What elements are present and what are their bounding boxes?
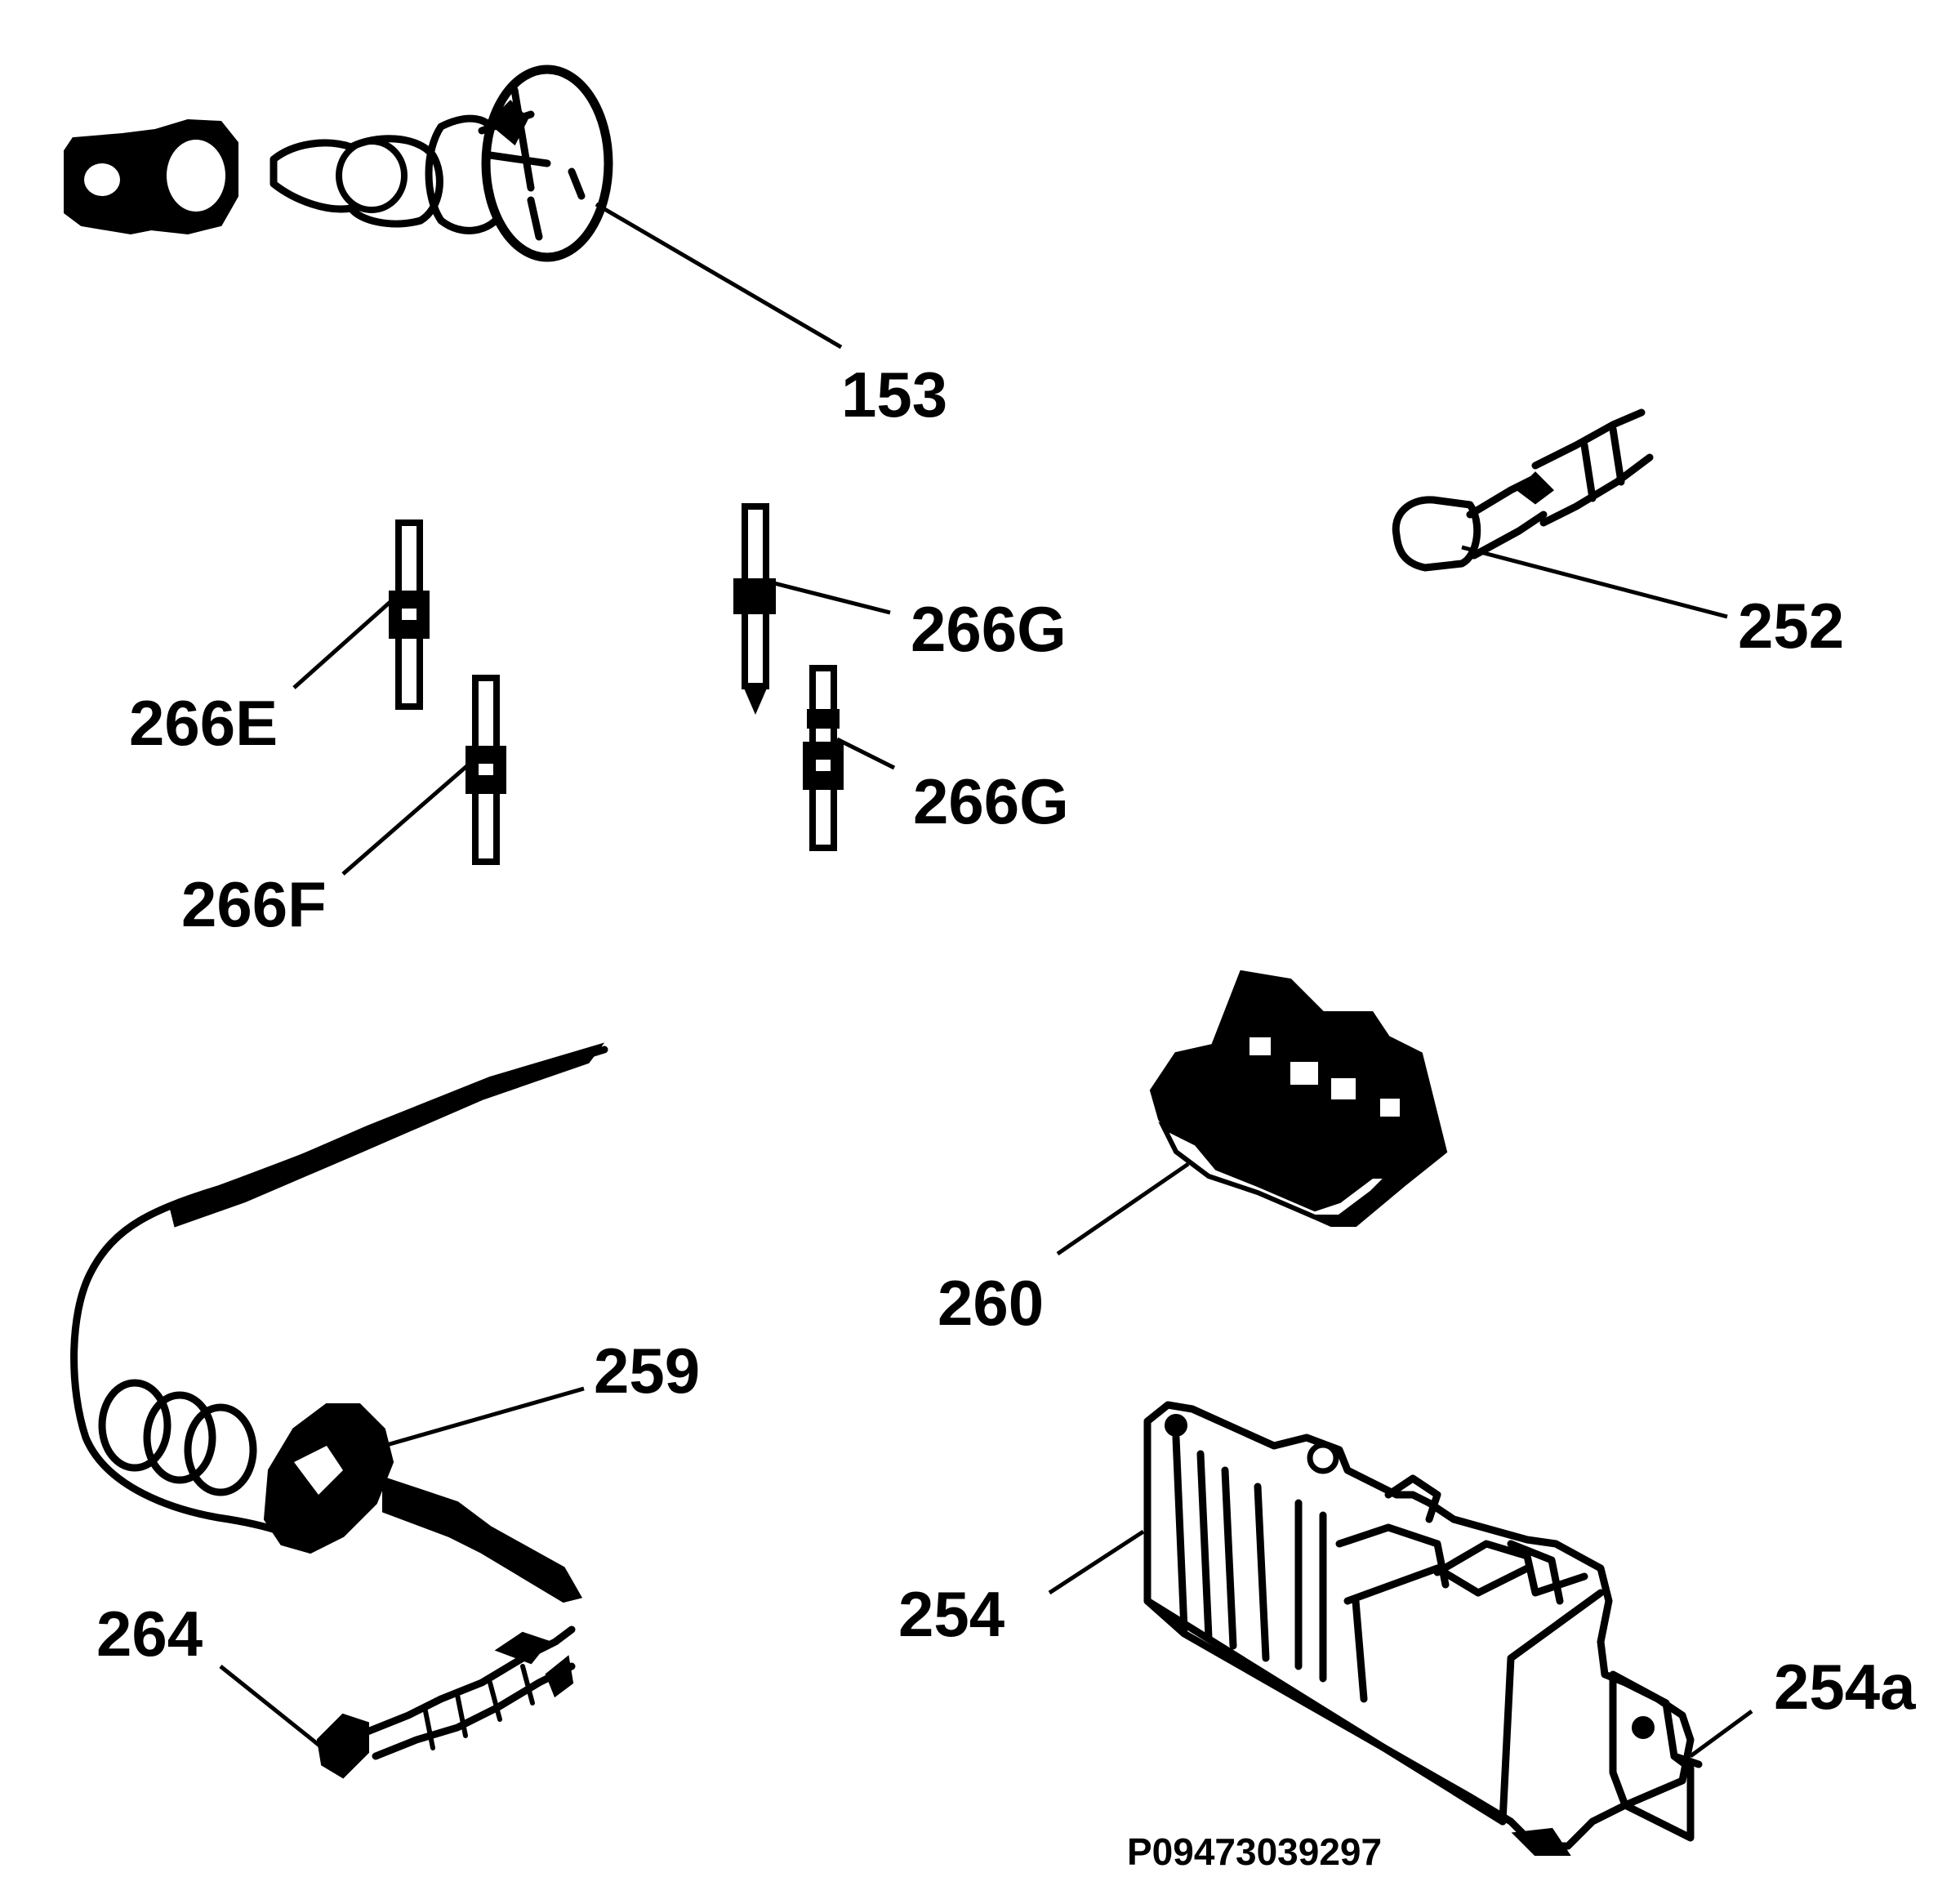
part-254a-bracket [1609,1670,1703,1842]
callout-254: 254 [898,1578,1004,1650]
part-153-knob-assembly [64,65,613,262]
part-266f-electrode [466,675,506,865]
callout-266g-lower: 266G [913,765,1069,837]
callout-266g-upper: 266G [911,593,1067,665]
part-260-switch-block [1149,970,1448,1227]
part-264-spring-connector [316,1625,576,1779]
callout-259: 259 [594,1335,700,1407]
drawing-code: P09473039297 [1127,1830,1382,1873]
callout-252: 252 [1738,590,1844,662]
part-266g-lower-electrode [803,665,844,851]
part-266g-upper-electrode [733,503,776,716]
callout-266f: 266F [181,868,327,940]
callout-264: 264 [96,1598,203,1670]
part-252-connector [1392,408,1654,572]
callout-260: 260 [938,1267,1044,1339]
callout-254a: 254a [1774,1651,1916,1723]
part-266e-electrode [389,519,430,710]
part-259-thermostat [70,1042,608,1603]
callout-266e: 266E [129,687,278,759]
callout-153: 153 [841,359,947,430]
part-254-ignition-unit [1143,1401,1695,1856]
